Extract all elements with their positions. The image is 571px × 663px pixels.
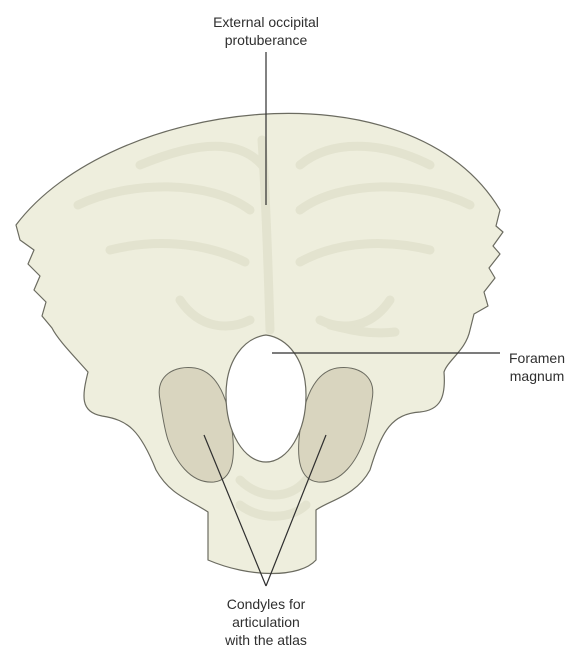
label-line: Condyles for [196, 595, 336, 613]
label-condyles: Condyles for articulation with the atlas [196, 595, 336, 649]
foramen-magnum [226, 335, 306, 462]
label-line: magnum [507, 367, 567, 385]
label-external-occipital-protuberance: External occipital protuberance [176, 13, 356, 49]
label-line: Foramen [507, 349, 567, 367]
label-line: External occipital [176, 13, 356, 31]
label-line: articulation [196, 613, 336, 631]
label-foramen-magnum: Foramen magnum [507, 349, 567, 385]
label-line: with the atlas [196, 631, 336, 649]
label-line: protuberance [176, 31, 356, 49]
